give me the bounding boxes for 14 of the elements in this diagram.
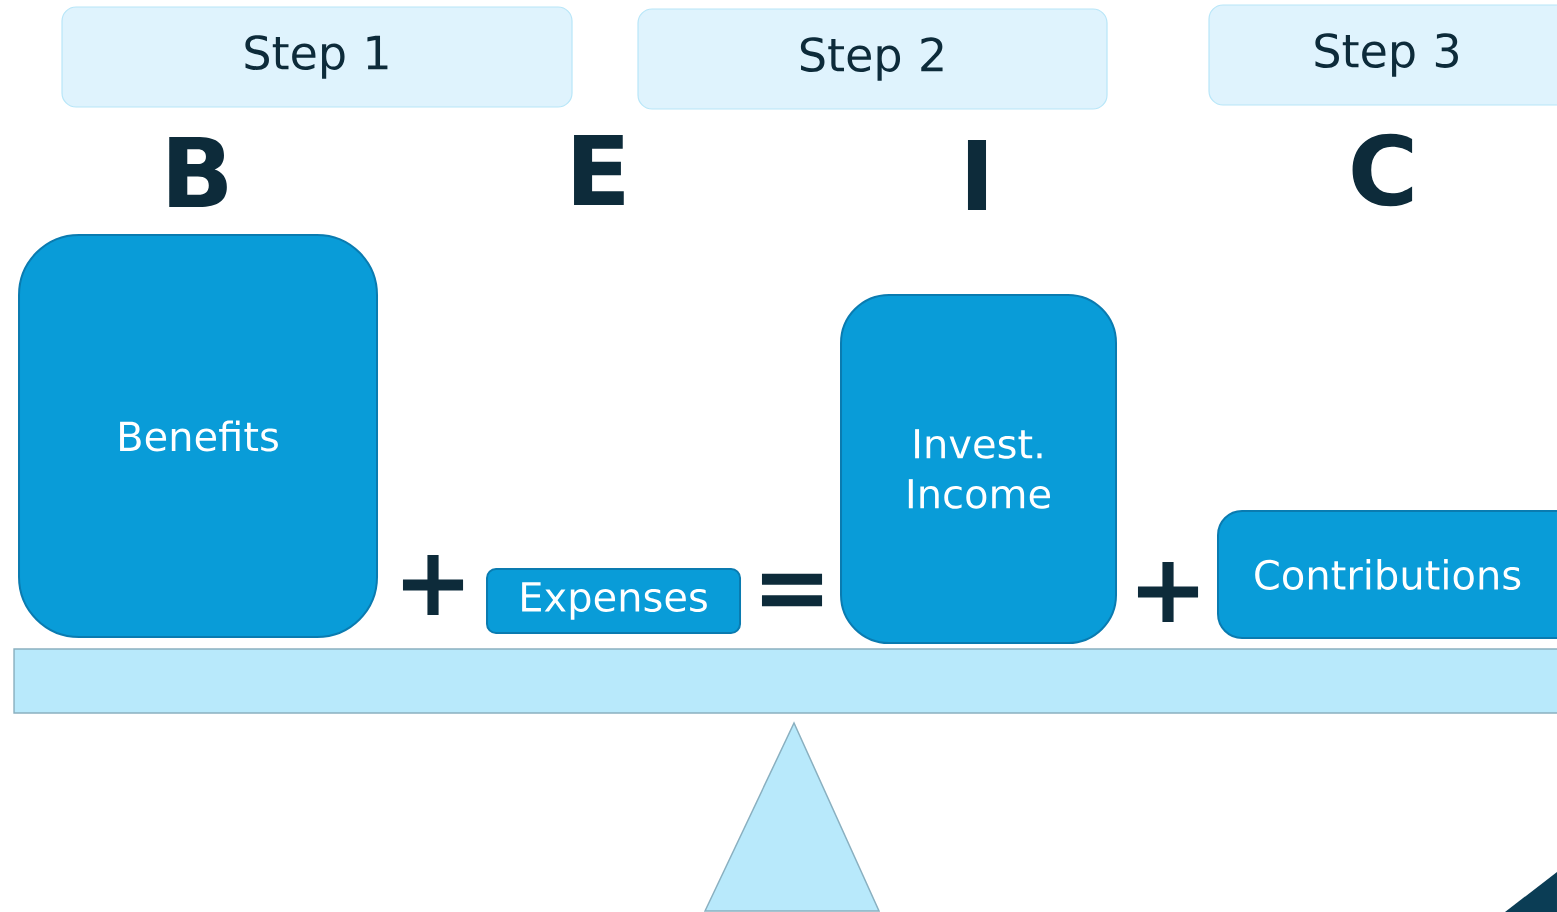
value-block: Invest. Income <box>840 294 1117 644</box>
operator-sign: + <box>402 554 464 616</box>
step-box: Step 3 <box>1208 4 1557 106</box>
step-box: Step 2 <box>637 8 1108 110</box>
formula-letter: B <box>169 137 227 207</box>
formula-letter: I <box>967 140 986 210</box>
formula-letter: E <box>574 135 624 205</box>
value-block: Expenses <box>486 568 741 634</box>
formula-letter: C <box>1352 133 1413 207</box>
step-box: Step 1 <box>61 6 573 108</box>
operator-sign: = <box>761 573 823 607</box>
value-block: Benefits <box>18 234 378 638</box>
value-block: Contributions <box>1217 510 1557 639</box>
operator-sign: + <box>1137 561 1199 623</box>
